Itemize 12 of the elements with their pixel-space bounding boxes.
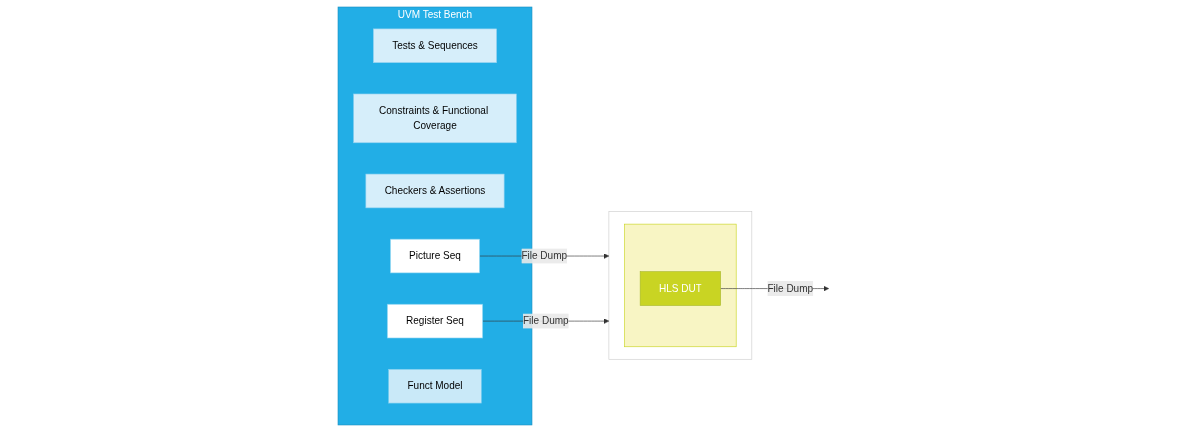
node-box: HLS DUT (639, 271, 721, 306)
edge-label: File Dump (522, 315, 569, 327)
node-box: Register Seq (386, 303, 483, 339)
node-box: Picture Seq (389, 238, 480, 274)
cluster (624, 223, 737, 348)
edge-label: File Dump (521, 250, 567, 262)
node-box: Tests & Sequences (372, 28, 497, 63)
cluster (608, 211, 752, 360)
node-box: Checkers & Assertions (365, 173, 505, 209)
node-box: Funct Model (388, 368, 482, 404)
edge-label: File Dump (767, 282, 813, 294)
node-box: Constraints & Functional Coverage (353, 93, 517, 144)
